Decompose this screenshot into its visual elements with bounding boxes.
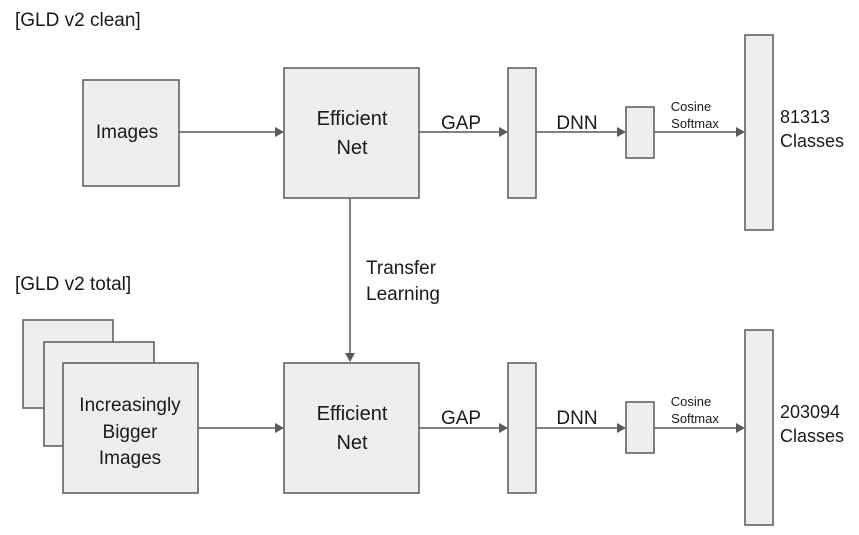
- bottom-arrowhead-dnn-to-classes: [736, 423, 745, 433]
- bottom-gap-label: GAP: [441, 408, 481, 429]
- section-label-total: [GLD v2 total]: [15, 274, 131, 295]
- top-arrowhead-images-to-net: [275, 127, 284, 137]
- transfer-label-line2: Learning: [366, 284, 440, 305]
- top-efficientnet-label-line2: Net: [336, 137, 368, 159]
- transfer-learning: Transfer Learning: [345, 198, 440, 362]
- transfer-arrowhead: [345, 353, 355, 362]
- bottom-class-count: 203094: [780, 402, 840, 422]
- top-gap-feature-bar: [507, 67, 537, 199]
- bottom-gap-feature-bar: [507, 362, 537, 494]
- top-images-box: [82, 79, 180, 187]
- top-dnn-embedding-bar: [625, 106, 655, 159]
- top-dnn-label: DNN: [556, 113, 597, 134]
- bottom-classes-bar: [744, 329, 774, 526]
- top-arrowhead-net-to-gap: [499, 127, 508, 137]
- top-softmax-label: Softmax: [671, 116, 719, 131]
- bottom-images-label-line1: Increasingly: [79, 395, 181, 416]
- bottom-dnn-label: DNN: [556, 408, 597, 429]
- top-efficientnet-box: [283, 67, 420, 199]
- top-cosine-label: Cosine: [671, 99, 711, 114]
- bottom-row: Increasingly Bigger Images Efficient Net…: [22, 319, 844, 526]
- section-label-clean: [GLD v2 clean]: [15, 10, 141, 31]
- top-classes-bar: [744, 34, 774, 231]
- bottom-cosine-label: Cosine: [671, 394, 711, 409]
- top-gap-label: GAP: [441, 113, 481, 134]
- bottom-efficientnet-label-line2: Net: [336, 432, 368, 454]
- top-images-label: Images: [96, 122, 158, 143]
- top-classes-label: Classes: [780, 131, 844, 151]
- bottom-efficientnet-label-line1: Efficient: [317, 403, 388, 425]
- bottom-images-label-line2: Bigger: [103, 422, 159, 443]
- bottom-arrowhead-net-to-gap: [499, 423, 508, 433]
- bottom-efficientnet-box: [283, 362, 420, 494]
- bottom-arrowhead-gap-to-dnn: [617, 423, 626, 433]
- bottom-softmax-label: Softmax: [671, 411, 719, 426]
- bottom-classes-label: Classes: [780, 426, 844, 446]
- top-class-count: 81313: [780, 107, 830, 127]
- bottom-images-label-line3: Images: [99, 448, 161, 469]
- bottom-dnn-embedding-bar: [625, 401, 655, 454]
- top-row: Images Efficient Net GAP DNN Cosine Soft…: [82, 34, 844, 231]
- top-arrowhead-gap-to-dnn: [617, 127, 626, 137]
- bottom-arrowhead-images-to-net: [275, 423, 284, 433]
- transfer-label-line1: Transfer: [366, 258, 437, 279]
- top-efficientnet-label-line1: Efficient: [317, 108, 388, 130]
- top-arrowhead-dnn-to-classes: [736, 127, 745, 137]
- bottom-images-box: [62, 362, 199, 494]
